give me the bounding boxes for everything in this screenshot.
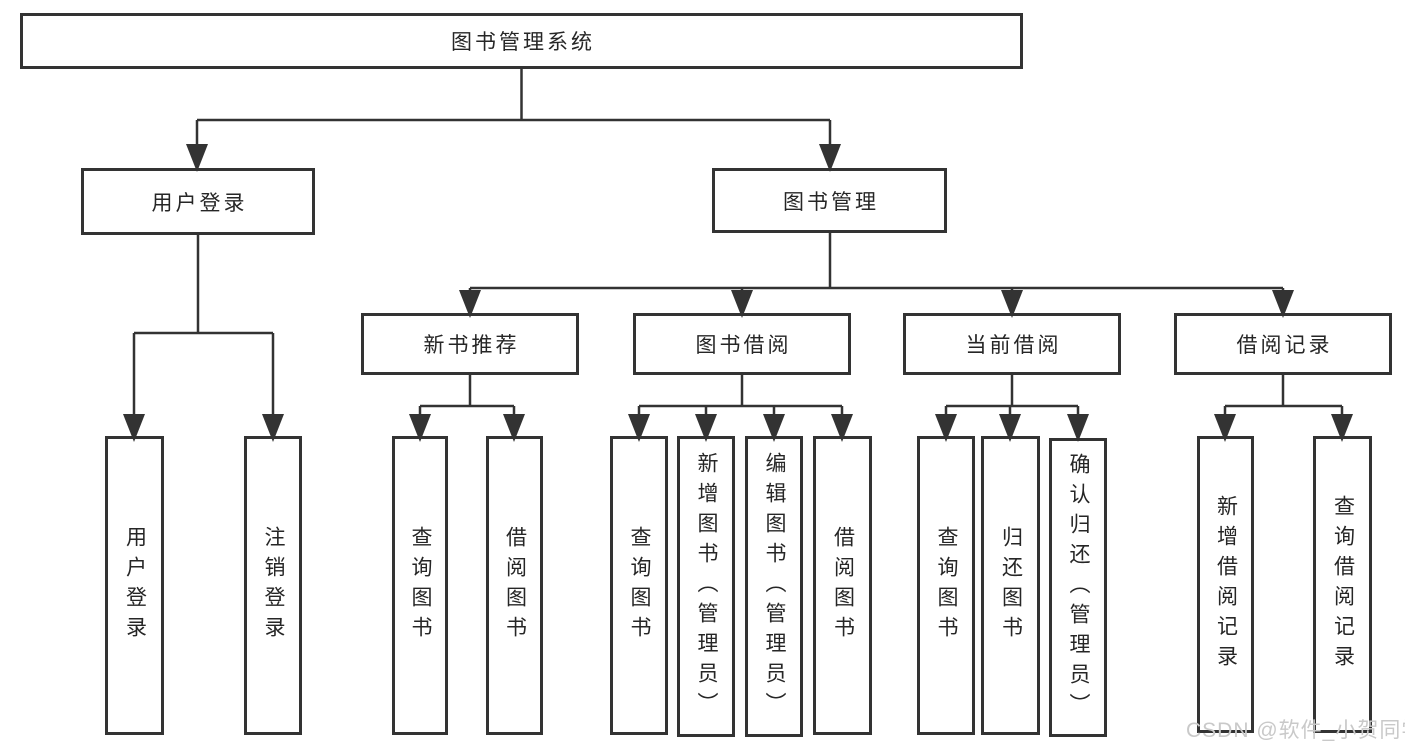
node-bb-query-books: 查询图书 [610,436,668,735]
node-label: 查询图书 [935,525,958,646]
node-cb-query-books: 查询图书 [917,436,975,735]
node-br-query-record: 查询借阅记录 [1313,436,1372,733]
node-label: 查询图书 [628,525,651,646]
node-label: 用户登录 [151,191,248,215]
node-label: 当前借阅 [965,334,1062,357]
node-label: 图书管理系统 [451,31,595,54]
node-book-borrowing: 图书借阅 [633,313,851,375]
node-nbr-query-books: 查询图书 [392,436,448,735]
node-label: 借阅记录 [1236,334,1333,357]
node-label: 新增借阅记录 [1214,494,1238,675]
node-book-management: 图书管理 [712,168,947,233]
node-nbr-borrow-books: 借阅图书 [486,436,543,735]
node-label: 图书借阅 [695,334,792,357]
node-label: 确认归还（管理员） [1067,452,1090,723]
node-label: 用户登录 [123,525,147,646]
node-label: 借阅图书 [503,525,527,646]
node-label: 归还图书 [999,525,1023,646]
node-user-login: 用户登录 [105,436,164,735]
node-label: 借阅图书 [831,525,855,646]
node-library-management-system: 图书管理系统 [20,13,1023,69]
node-label: 查询图书 [409,525,432,646]
node-br-add-record: 新增借阅记录 [1197,436,1254,733]
node-bb-edit-books-admin: 编辑图书（管理员） [745,436,803,737]
node-borrowing-records: 借阅记录 [1174,313,1392,375]
node-label: 新书推荐 [423,334,520,357]
node-bb-borrow-books: 借阅图书 [813,436,872,735]
node-logout: 注销登录 [244,436,302,735]
node-new-book-recommendation: 新书推荐 [361,313,579,375]
node-label: 新增图书（管理员） [695,451,718,722]
node-current-borrowing: 当前借阅 [903,313,1121,375]
node-user-login-group: 用户登录 [81,168,315,235]
node-bb-add-books-admin: 新增图书（管理员） [677,436,735,737]
node-cb-return-books: 归还图书 [981,436,1040,735]
node-label: 查询借阅记录 [1331,494,1355,675]
node-label: 编辑图书（管理员） [763,451,786,722]
node-label: 图书管理 [783,190,879,214]
node-label: 注销登录 [262,525,285,646]
csdn-watermark: CSDN @软件_小贺同学 [1186,719,1405,742]
node-cb-confirm-return-admin: 确认归还（管理员） [1049,438,1107,737]
